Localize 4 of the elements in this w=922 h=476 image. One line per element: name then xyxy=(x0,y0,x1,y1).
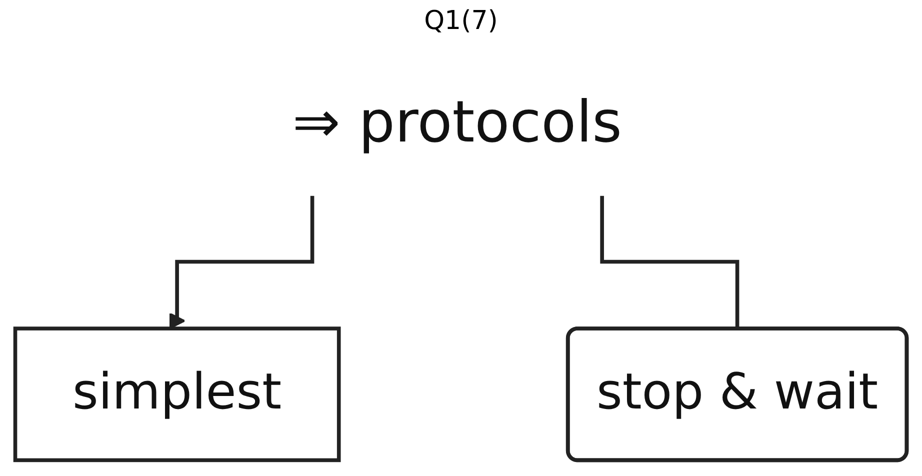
title: Q1(7) xyxy=(424,6,498,36)
arrow xyxy=(168,194,314,330)
node-text: ⇒ protocols xyxy=(292,90,622,157)
node-box: simplest xyxy=(13,326,341,462)
